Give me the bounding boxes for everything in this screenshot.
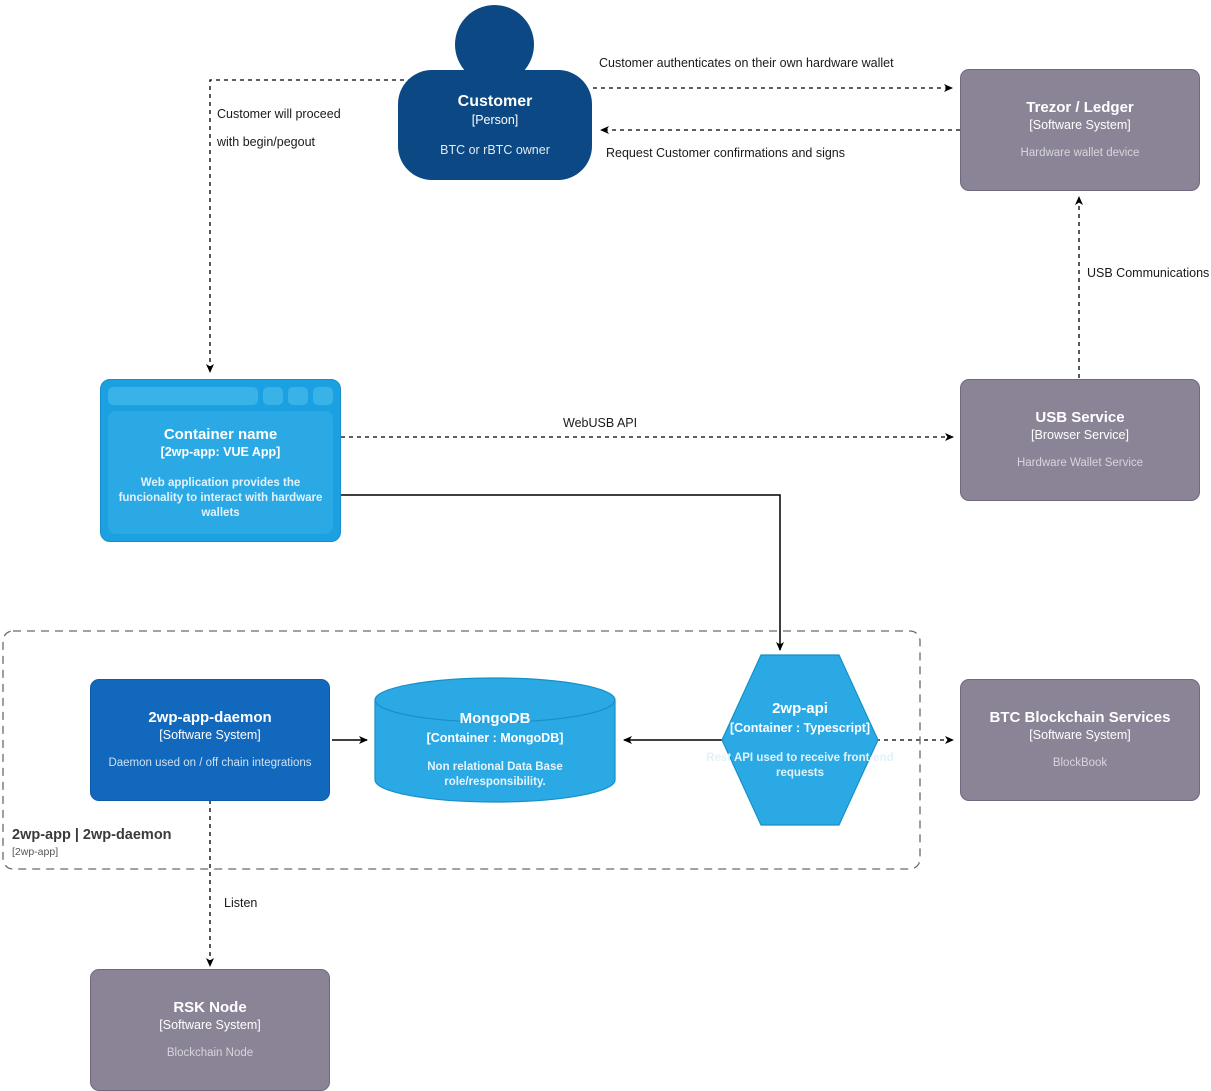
browser-button-1-icon[interactable]: [263, 387, 283, 405]
container-name-label: Container name: [163, 425, 278, 443]
edge-label-customer-to-container-1: Customer will proceed: [217, 107, 341, 121]
mongodb-node[interactable]: MongoDB [Container : MongoDB] Non relati…: [375, 678, 615, 802]
trezor-ledger-description: Hardware wallet device: [1020, 147, 1140, 159]
api-node[interactable]: 2wp-api [Container : Typescript] Rest AP…: [700, 655, 900, 825]
rsk-node-name: RSK Node: [173, 999, 247, 1016]
browser-content: Container name [2wp-app: VUE App] Web ap…: [108, 411, 333, 534]
mongodb-type: [Container : MongoDB]: [426, 730, 564, 745]
usb-service-name: USB Service: [1035, 409, 1125, 426]
usb-service-node[interactable]: USB Service [Browser Service] Hardware W…: [960, 379, 1200, 501]
trezor-ledger-node[interactable]: Trezor / Ledger [Software System] Hardwa…: [960, 69, 1200, 191]
container-name-node[interactable]: Container name [2wp-app: VUE App] Web ap…: [100, 379, 341, 542]
mongodb-name: MongoDB: [459, 709, 531, 727]
edge-label-container-to-usb: WebUSB API: [563, 416, 638, 430]
customer-description: BTC or rBTC owner: [440, 143, 550, 157]
trezor-ledger-type: [Software System]: [1029, 118, 1131, 132]
container-name-description: Web application provides the funcionalit…: [118, 476, 323, 519]
edge-label-daemon-to-rsk: Listen: [224, 896, 258, 910]
browser-url-bar[interactable]: [108, 387, 258, 405]
usb-service-description: Hardware Wallet Service: [1016, 457, 1144, 469]
customer-name: Customer: [457, 93, 533, 110]
rsk-node-description: Blockchain Node: [166, 1047, 254, 1059]
api-description: Rest API used to receive front-end reque…: [706, 752, 894, 779]
api-text: 2wp-api [Container : Typescript] Rest AP…: [700, 655, 900, 825]
rsk-node-type: [Software System]: [159, 1018, 261, 1032]
container-name-type: [2wp-app: VUE App]: [160, 444, 281, 459]
browser-title-bar: [108, 387, 333, 405]
boundary-name: 2wp-app | 2wp-daemon: [12, 827, 172, 843]
api-type: [Container : Typescript]: [729, 721, 871, 735]
usb-service-type: [Browser Service]: [1031, 428, 1129, 442]
btc-blockchain-type: [Software System]: [1029, 728, 1131, 742]
customer-node[interactable]: Customer [Person] BTC or rBTC owner: [398, 70, 592, 180]
edge-customer-to-container: [206, 79, 420, 373]
daemon-description: Daemon used on / off chain integrations: [108, 757, 312, 769]
btc-blockchain-node[interactable]: BTC Blockchain Services [Software System…: [960, 679, 1200, 801]
customer-type: [Person]: [471, 113, 519, 127]
mongodb-description: Non relational Data Base role/responsibi…: [427, 760, 563, 788]
edge-label-usb-to-wallet: USB Communications: [1087, 266, 1210, 280]
btc-blockchain-name: BTC Blockchain Services: [989, 709, 1171, 726]
edge-label-customer-to-container-2: with begin/pegout: [217, 135, 315, 149]
daemon-name: 2wp-app-daemon: [148, 709, 272, 726]
edge-container-to-api: [341, 494, 784, 651]
boundary-type: [2wp-app]: [12, 846, 59, 858]
browser-button-3-icon[interactable]: [313, 387, 333, 405]
boundary-label: 2wp-app | 2wp-daemon [2wp-app]: [12, 826, 172, 859]
trezor-ledger-name: Trezor / Ledger: [1026, 99, 1134, 116]
daemon-node[interactable]: 2wp-app-daemon [Software System] Daemon …: [90, 679, 330, 801]
rsk-node[interactable]: RSK Node [Software System] Blockchain No…: [90, 969, 330, 1091]
daemon-type: [Software System]: [159, 728, 261, 742]
mongodb-text: MongoDB [Container : MongoDB] Non relati…: [375, 678, 615, 802]
edge-label-customer-to-wallet: Customer authenticates on their own hard…: [599, 56, 894, 70]
btc-blockchain-description: BlockBook: [1052, 757, 1108, 769]
browser-button-2-icon[interactable]: [288, 387, 308, 405]
api-name: 2wp-api: [772, 700, 828, 717]
edge-label-wallet-to-customer: Request Customer confirmations and signs: [606, 146, 846, 160]
